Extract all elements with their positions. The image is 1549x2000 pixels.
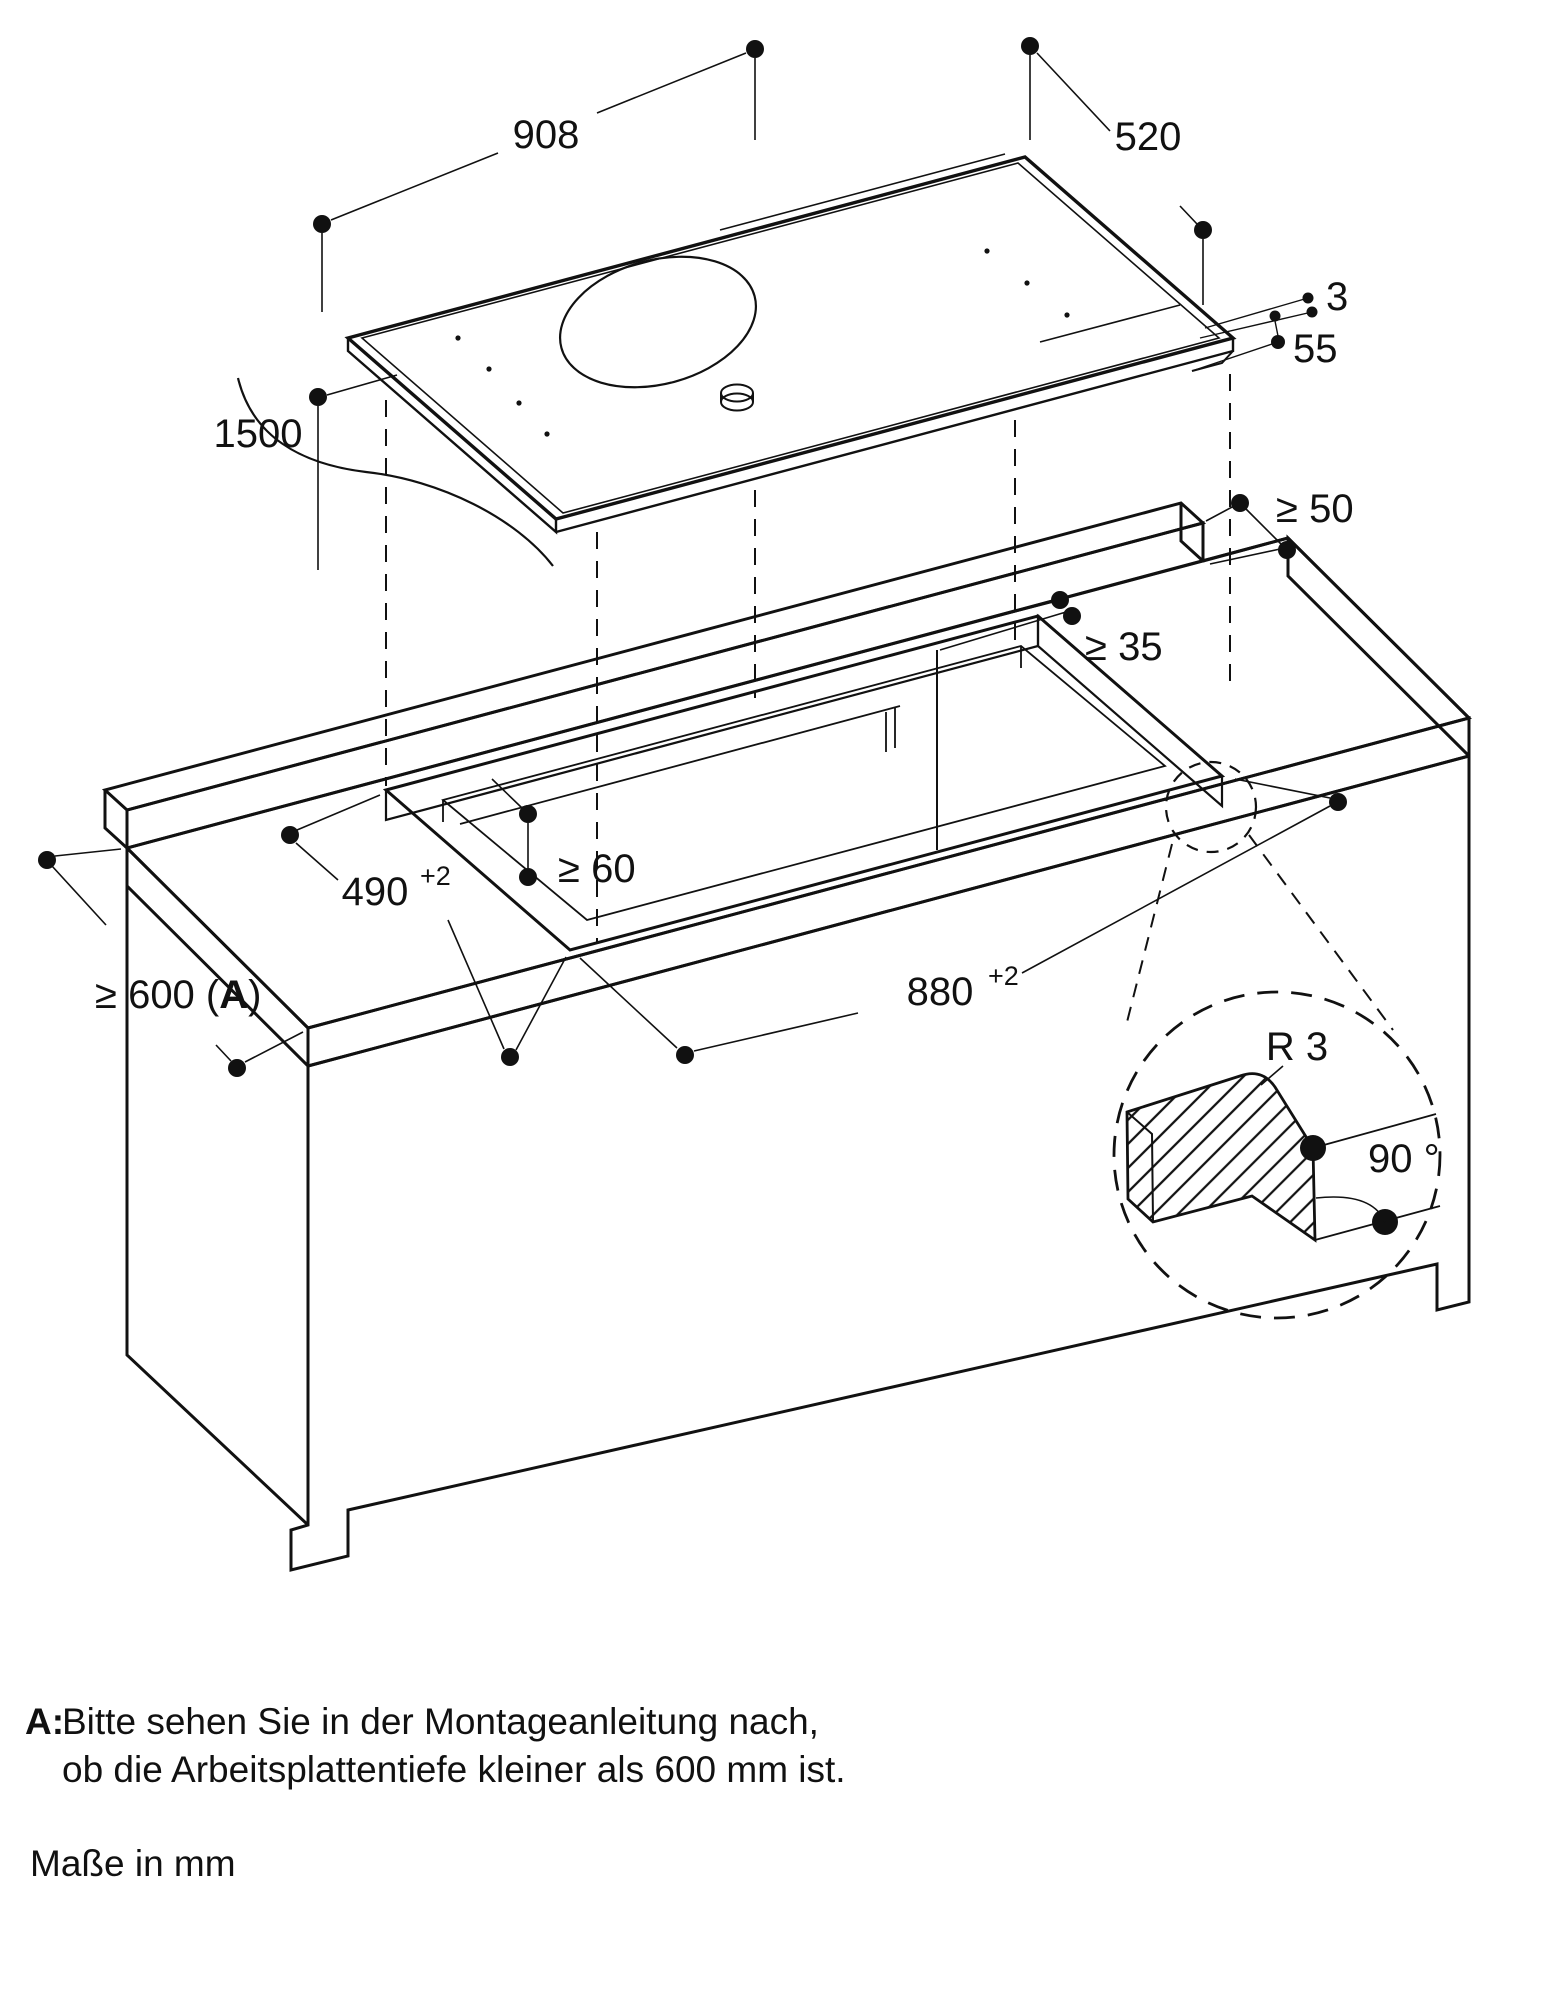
dim-600: ≥ 600 (A) — [38, 848, 304, 1077]
cooktop — [236, 153, 1237, 567]
dim-35-label: ≥ 35 — [1085, 625, 1163, 669]
zone-divider-front — [1039, 304, 1181, 343]
dim-600-note-ref: A — [219, 973, 248, 1017]
cooking-zone-circle — [558, 255, 758, 389]
worktop-top-surface — [124, 536, 1472, 1030]
footnote-line2: ob die Arbeitsplattentiefe kleiner als 6… — [62, 1749, 846, 1790]
dim-50: ≥ 50 — [1205, 487, 1354, 565]
detail-view-circle — [1112, 990, 1442, 1320]
dim-490-label: 490 — [342, 870, 409, 914]
edge-cross-section — [1125, 1072, 1317, 1243]
zone-divider-rear — [719, 153, 1006, 231]
footnote-line1: Bitte sehen Sie in der Montageanleitung … — [62, 1701, 819, 1742]
dim-520: 520 — [1021, 37, 1212, 305]
support-frame — [441, 645, 1167, 921]
dim-60-label: ≥ 60 — [558, 847, 636, 891]
cabinet-front-face — [289, 754, 1471, 1572]
cabinet — [125, 754, 1471, 1572]
dim-880-label: 880 — [907, 970, 974, 1014]
dim-490: 490 +2 — [281, 794, 567, 1066]
dim-r3-label: R 3 — [1266, 1025, 1328, 1069]
dim-1500-label: 1500 — [214, 412, 303, 456]
control-knob — [720, 383, 754, 412]
worktop-cutout — [382, 613, 1226, 952]
worktop-front-edge — [306, 716, 1471, 1068]
detail-source-circle — [1164, 760, 1258, 854]
dim-3: 3 — [1199, 275, 1348, 339]
cutout-right-inner-face — [1036, 613, 1224, 809]
worktop-left-edge — [125, 844, 310, 1070]
dim-3-label: 3 — [1326, 275, 1348, 319]
detail-callout: 90 ° R 3 — [1112, 760, 1442, 1320]
dim-908-label: 908 — [513, 113, 580, 157]
dim-55: 55 — [1191, 310, 1338, 372]
cabinet-left-face — [125, 886, 310, 1527]
dim-90deg-label: 90 ° — [1368, 1137, 1440, 1181]
dim-1500: 1500 — [214, 374, 398, 570]
cooktop-inner-border — [360, 162, 1221, 514]
units-note: Maße in mm — [30, 1843, 236, 1884]
footnote-ref: A: — [25, 1701, 64, 1742]
dim-35: ≥ 35 — [939, 591, 1163, 669]
back-rail — [101, 501, 1207, 850]
dim-50-label: ≥ 50 — [1276, 487, 1354, 531]
dim-55-label: 55 — [1293, 327, 1338, 371]
worktop-right-edge — [1286, 534, 1471, 760]
worktop — [101, 501, 1472, 1070]
dim-490-tolerance: +2 — [420, 861, 451, 891]
dim-520-label: 520 — [1115, 115, 1182, 159]
dim-880: 880 +2 — [579, 778, 1347, 1064]
dim-908: 908 — [313, 40, 764, 312]
surface-dots — [455, 248, 1070, 437]
projection-lines — [385, 374, 1231, 944]
dim-60: ≥ 60 — [491, 778, 636, 891]
dim-600-label: ≥ 600 (A) — [95, 973, 261, 1017]
power-cable-arc — [236, 377, 554, 567]
dim-880-tolerance: +2 — [988, 961, 1019, 991]
footnote: A: Bitte sehen Sie in der Montageanleitu… — [25, 1701, 846, 1884]
